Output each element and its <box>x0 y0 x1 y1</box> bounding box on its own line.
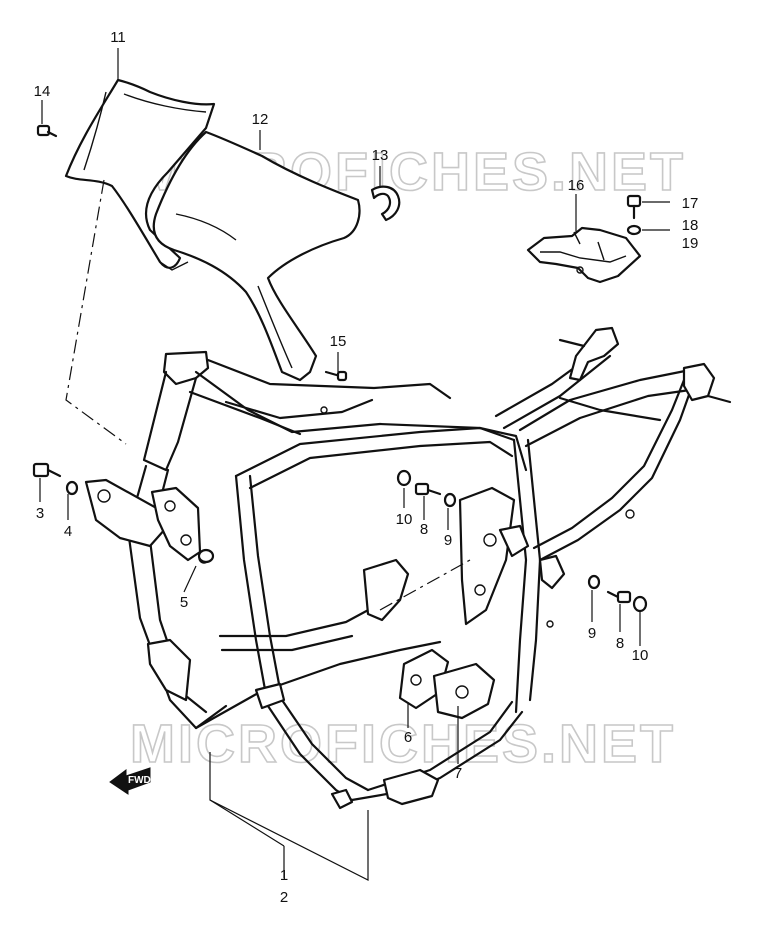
part-3-bolt <box>32 462 62 478</box>
part-18-washer <box>626 224 642 236</box>
callout-1: 1 <box>280 867 288 884</box>
part-5-nut <box>197 548 215 564</box>
callout-2: 2 <box>280 889 288 906</box>
part-15-screw <box>324 370 348 382</box>
callout-15: 15 <box>330 333 347 350</box>
callout-10-right: 10 <box>632 647 649 664</box>
part-9-washer <box>443 492 457 508</box>
part-16-bracket-plate <box>526 226 642 284</box>
callout-12: 12 <box>252 111 269 128</box>
callout-5: 5 <box>180 594 188 611</box>
part-17-bolt <box>626 194 642 220</box>
leader-lines <box>39 48 670 881</box>
callout-19: 19 <box>682 235 699 252</box>
callouts: 11 14 12 13 16 17 18 19 15 3 4 5 10 8 9 … <box>34 29 699 906</box>
part-13-clip <box>370 185 401 222</box>
callout-7: 7 <box>454 765 462 782</box>
part-8-bolt <box>414 482 442 496</box>
part-11-frame-cover <box>64 78 216 271</box>
callout-9: 9 <box>444 532 452 549</box>
callout-10: 10 <box>396 511 413 528</box>
svg-text:FWD: FWD <box>128 775 151 786</box>
callout-13: 13 <box>372 147 389 164</box>
callout-18: 18 <box>682 217 699 234</box>
part-12-side-cover <box>152 130 361 382</box>
callout-14: 14 <box>34 83 51 100</box>
fwd-arrow: FWD <box>109 767 151 795</box>
part-10-cap <box>396 469 412 487</box>
main-frame <box>84 326 732 810</box>
part-14-screw <box>36 124 58 138</box>
part-10-cap-right <box>632 595 648 613</box>
callout-16: 16 <box>568 177 585 194</box>
callout-3: 3 <box>36 505 44 522</box>
callout-4: 4 <box>64 523 72 540</box>
part-4-washer <box>65 480 79 496</box>
callout-6: 6 <box>404 729 412 746</box>
callout-11: 11 <box>110 29 126 46</box>
part-9-washer-right <box>587 574 601 590</box>
callout-8: 8 <box>420 521 428 538</box>
part-8-bolt-right <box>606 590 632 604</box>
callout-17: 17 <box>682 195 699 212</box>
watermark-bottom: MICROFICHES.NET <box>130 714 676 774</box>
callout-8-right: 8 <box>616 635 624 652</box>
callout-9-right: 9 <box>588 625 596 642</box>
